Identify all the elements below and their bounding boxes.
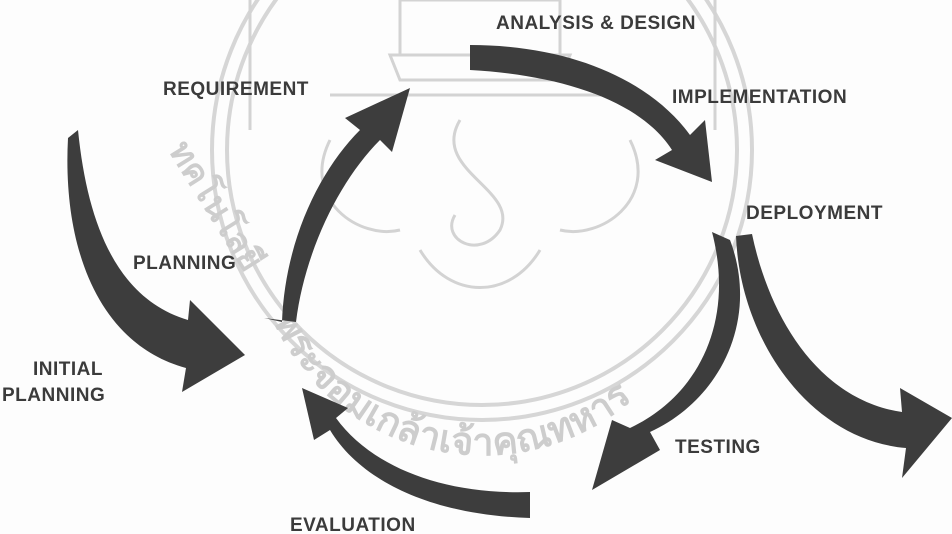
exit-arrow — [736, 234, 952, 478]
label-implementation: IMPLEMENTATION — [672, 87, 848, 108]
initial-planning-arrow — [67, 130, 245, 392]
label-planning: PLANNING — [133, 253, 237, 274]
label-analysis-design: ANALYSIS & DESIGN — [496, 13, 696, 34]
deployment-to-testing-arrow — [592, 232, 741, 490]
label-deployment: DEPLOYMENT — [746, 203, 883, 224]
planning-to-requirement-arrow — [264, 88, 410, 322]
label-initial-planning-line1: INITIAL — [33, 359, 103, 380]
label-initial-planning-line2: PLANNING — [2, 385, 106, 406]
analysis-to-deployment-arrow — [470, 45, 712, 182]
evaluation-arrow — [302, 388, 530, 518]
label-requirement: REQUIREMENT — [163, 79, 309, 100]
label-evaluation: EVALUATION — [290, 515, 416, 534]
label-testing: TESTING — [675, 437, 761, 458]
